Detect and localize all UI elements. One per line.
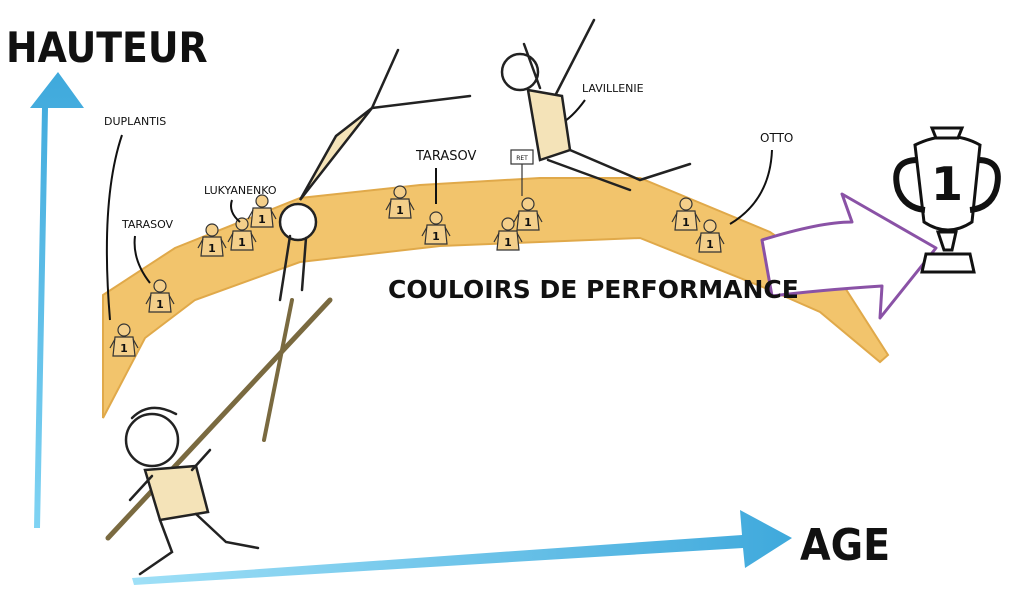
pointer-otto xyxy=(729,149,773,225)
x-axis-shape xyxy=(132,510,792,585)
x-axis-arrow xyxy=(132,510,792,585)
athlete-labels: DUPLANTIS TARASOV LUKYANENKO TARASOV LAV… xyxy=(104,82,793,321)
label-lavillenie: LAVILLENIE xyxy=(582,82,644,95)
band-label: COULOIRS DE PERFORMANCE xyxy=(388,275,799,304)
pointer-duplantis xyxy=(105,134,123,321)
sign-text: RET xyxy=(516,155,528,162)
label-tarasov-mid: TARASOV xyxy=(415,149,476,164)
trophy-icon: 1 xyxy=(893,126,1001,274)
sign-marker: RET xyxy=(510,149,534,196)
progress-arrow xyxy=(760,192,938,320)
vaulting-athlete-figure xyxy=(262,48,472,442)
child-athlete-figure xyxy=(105,297,333,576)
label-lukyanenko: LUKYANENKO xyxy=(204,184,277,197)
x-axis-label: AGE xyxy=(800,520,890,571)
trophy-number: 1 xyxy=(931,157,963,211)
pointer-tarasov-left xyxy=(133,235,151,284)
label-tarasov-left: TARASOV xyxy=(121,218,174,231)
label-duplantis: DUPLANTIS xyxy=(104,115,166,128)
y-axis-shape xyxy=(30,72,84,528)
label-otto: OTTO xyxy=(760,131,793,145)
y-axis-label: HAUTEUR xyxy=(6,23,208,72)
y-axis-arrow xyxy=(30,72,84,528)
celebrating-athlete-figure xyxy=(500,18,692,192)
pointer-lukyanenko xyxy=(230,199,241,223)
bib-figure xyxy=(247,194,277,228)
